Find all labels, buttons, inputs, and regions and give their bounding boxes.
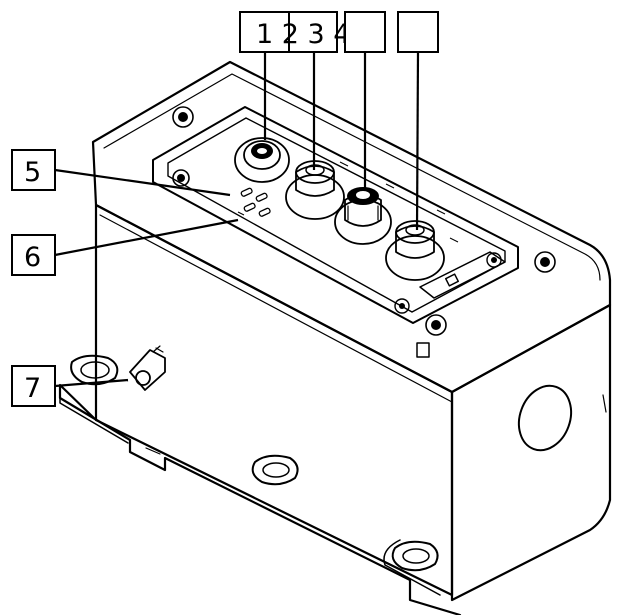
connector-x3 [334, 187, 392, 245]
callout-box-b [397, 11, 439, 53]
svg-text:5: 5 [24, 157, 41, 188]
device-body [91, 60, 612, 602]
connector-x1 [234, 137, 290, 183]
svg-text:7: 7 [24, 373, 41, 404]
status-leds [240, 187, 271, 217]
connector-x4 [385, 220, 445, 281]
panel-markings [237, 154, 459, 243]
mounting-base [58, 345, 462, 615]
svg-text:6: 6 [24, 242, 41, 273]
callout-lines [54, 51, 420, 388]
svg-text:1 2 3 4: 1 2 3 4 [256, 19, 350, 50]
callout-5: 5 [11, 149, 56, 191]
callout-6: 6 [11, 234, 56, 276]
callout-7: 7 [11, 365, 56, 407]
callout-1234: 1 2 3 4 [239, 11, 350, 53]
callout-box-a [344, 11, 386, 53]
screws [172, 106, 556, 336]
bus-panel [152, 106, 519, 324]
